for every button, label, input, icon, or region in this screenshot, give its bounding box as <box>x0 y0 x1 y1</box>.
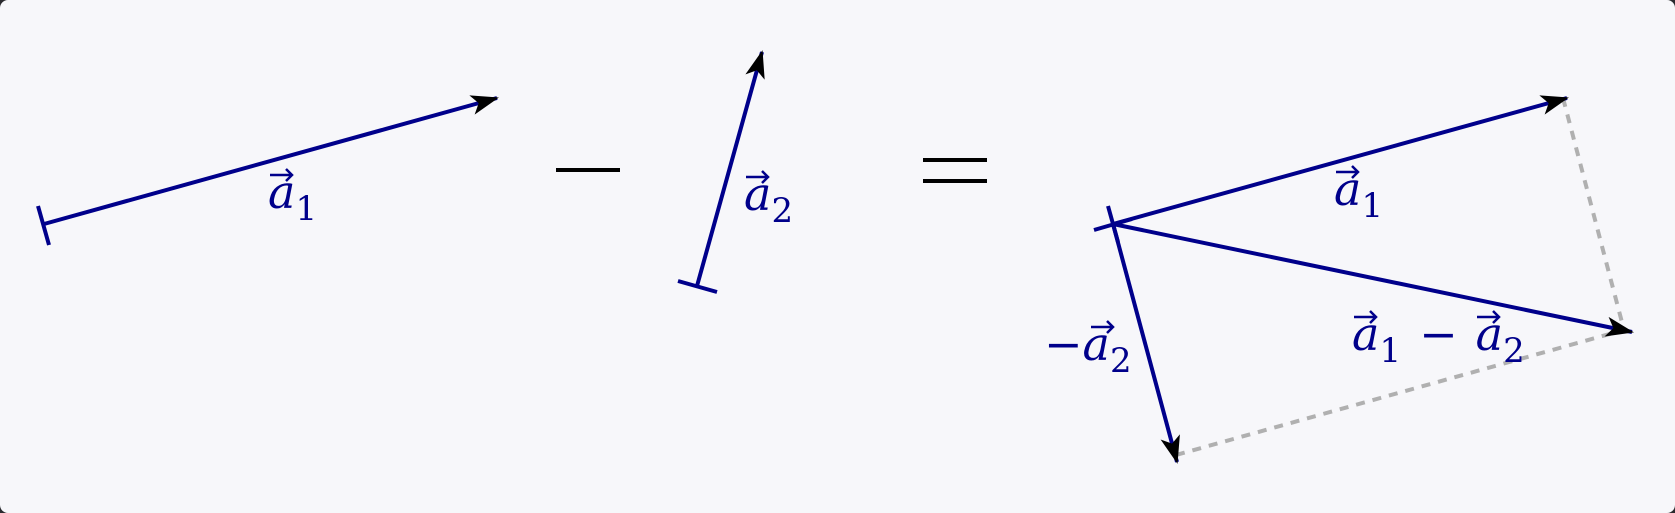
label-neg-a2: −a2 <box>1044 317 1132 381</box>
label-difference: a1−a2 <box>1352 307 1525 371</box>
vector-a1 <box>36 95 499 246</box>
guide-lines <box>1175 97 1626 457</box>
svg-text:−a2: −a2 <box>1044 317 1132 381</box>
label-a2-middle: a2 <box>744 167 793 231</box>
label-a1-right: a1 <box>1334 162 1383 226</box>
equals-operator <box>923 158 987 183</box>
vector-a1-right <box>1112 95 1569 226</box>
vector-a2 <box>677 50 765 294</box>
origin-tail-marks <box>1093 205 1133 243</box>
label-a1-left: a1 <box>268 165 317 229</box>
vector-difference <box>1112 222 1634 337</box>
vector-neg-a2 <box>1111 223 1180 464</box>
